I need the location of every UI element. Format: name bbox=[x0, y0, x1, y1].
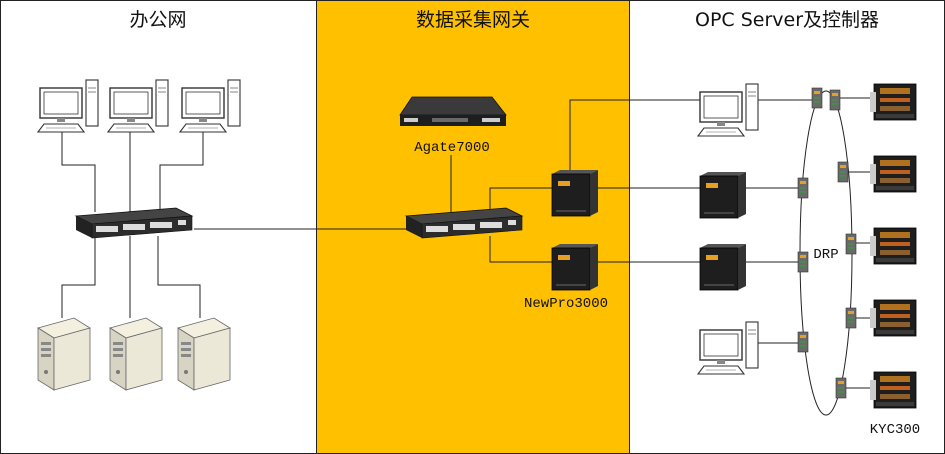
din-switch-3 bbox=[797, 177, 809, 199]
newpro-gateway-2 bbox=[551, 243, 599, 291]
gateway-zone-title: 数据采集网关 bbox=[416, 9, 530, 31]
office-workstation-3 bbox=[179, 79, 241, 133]
opc-workstation-2 bbox=[697, 321, 759, 375]
opc-server-box-2 bbox=[699, 243, 747, 291]
kyc-controller-2 bbox=[869, 155, 917, 193]
office-workstation-2 bbox=[107, 79, 169, 133]
din-switch-8 bbox=[845, 307, 857, 329]
control-zone-title: OPC Server及控制器 bbox=[695, 9, 879, 31]
drp-label: DRP bbox=[813, 247, 838, 263]
kyc-label: KYC300 bbox=[870, 422, 920, 438]
din-switch-7 bbox=[797, 331, 809, 353]
agate-label: Agate7000 bbox=[414, 140, 490, 156]
kyc-controller-3 bbox=[869, 227, 917, 265]
kyc-controller-5 bbox=[869, 371, 917, 409]
opc-workstation-1 bbox=[697, 83, 759, 137]
agate-gateway-device bbox=[399, 96, 507, 126]
din-switch-4 bbox=[837, 161, 849, 183]
kyc-controller-1 bbox=[869, 83, 917, 121]
newpro-label: NewPro3000 bbox=[524, 296, 608, 312]
office-workstation-1 bbox=[37, 79, 99, 133]
din-switch-9 bbox=[835, 377, 847, 399]
office-zone-title: 办公网 bbox=[129, 9, 186, 31]
din-switch-6 bbox=[845, 233, 857, 255]
office-server-1 bbox=[37, 317, 91, 391]
opc-server-box-1 bbox=[699, 171, 747, 219]
kyc-controller-4 bbox=[869, 299, 917, 337]
office-server-2 bbox=[109, 317, 163, 391]
din-switch-1 bbox=[811, 87, 823, 109]
din-switch-5 bbox=[797, 251, 809, 273]
newpro-gateway-1 bbox=[551, 169, 599, 217]
office-server-3 bbox=[177, 317, 231, 391]
din-switch-2 bbox=[829, 89, 841, 111]
